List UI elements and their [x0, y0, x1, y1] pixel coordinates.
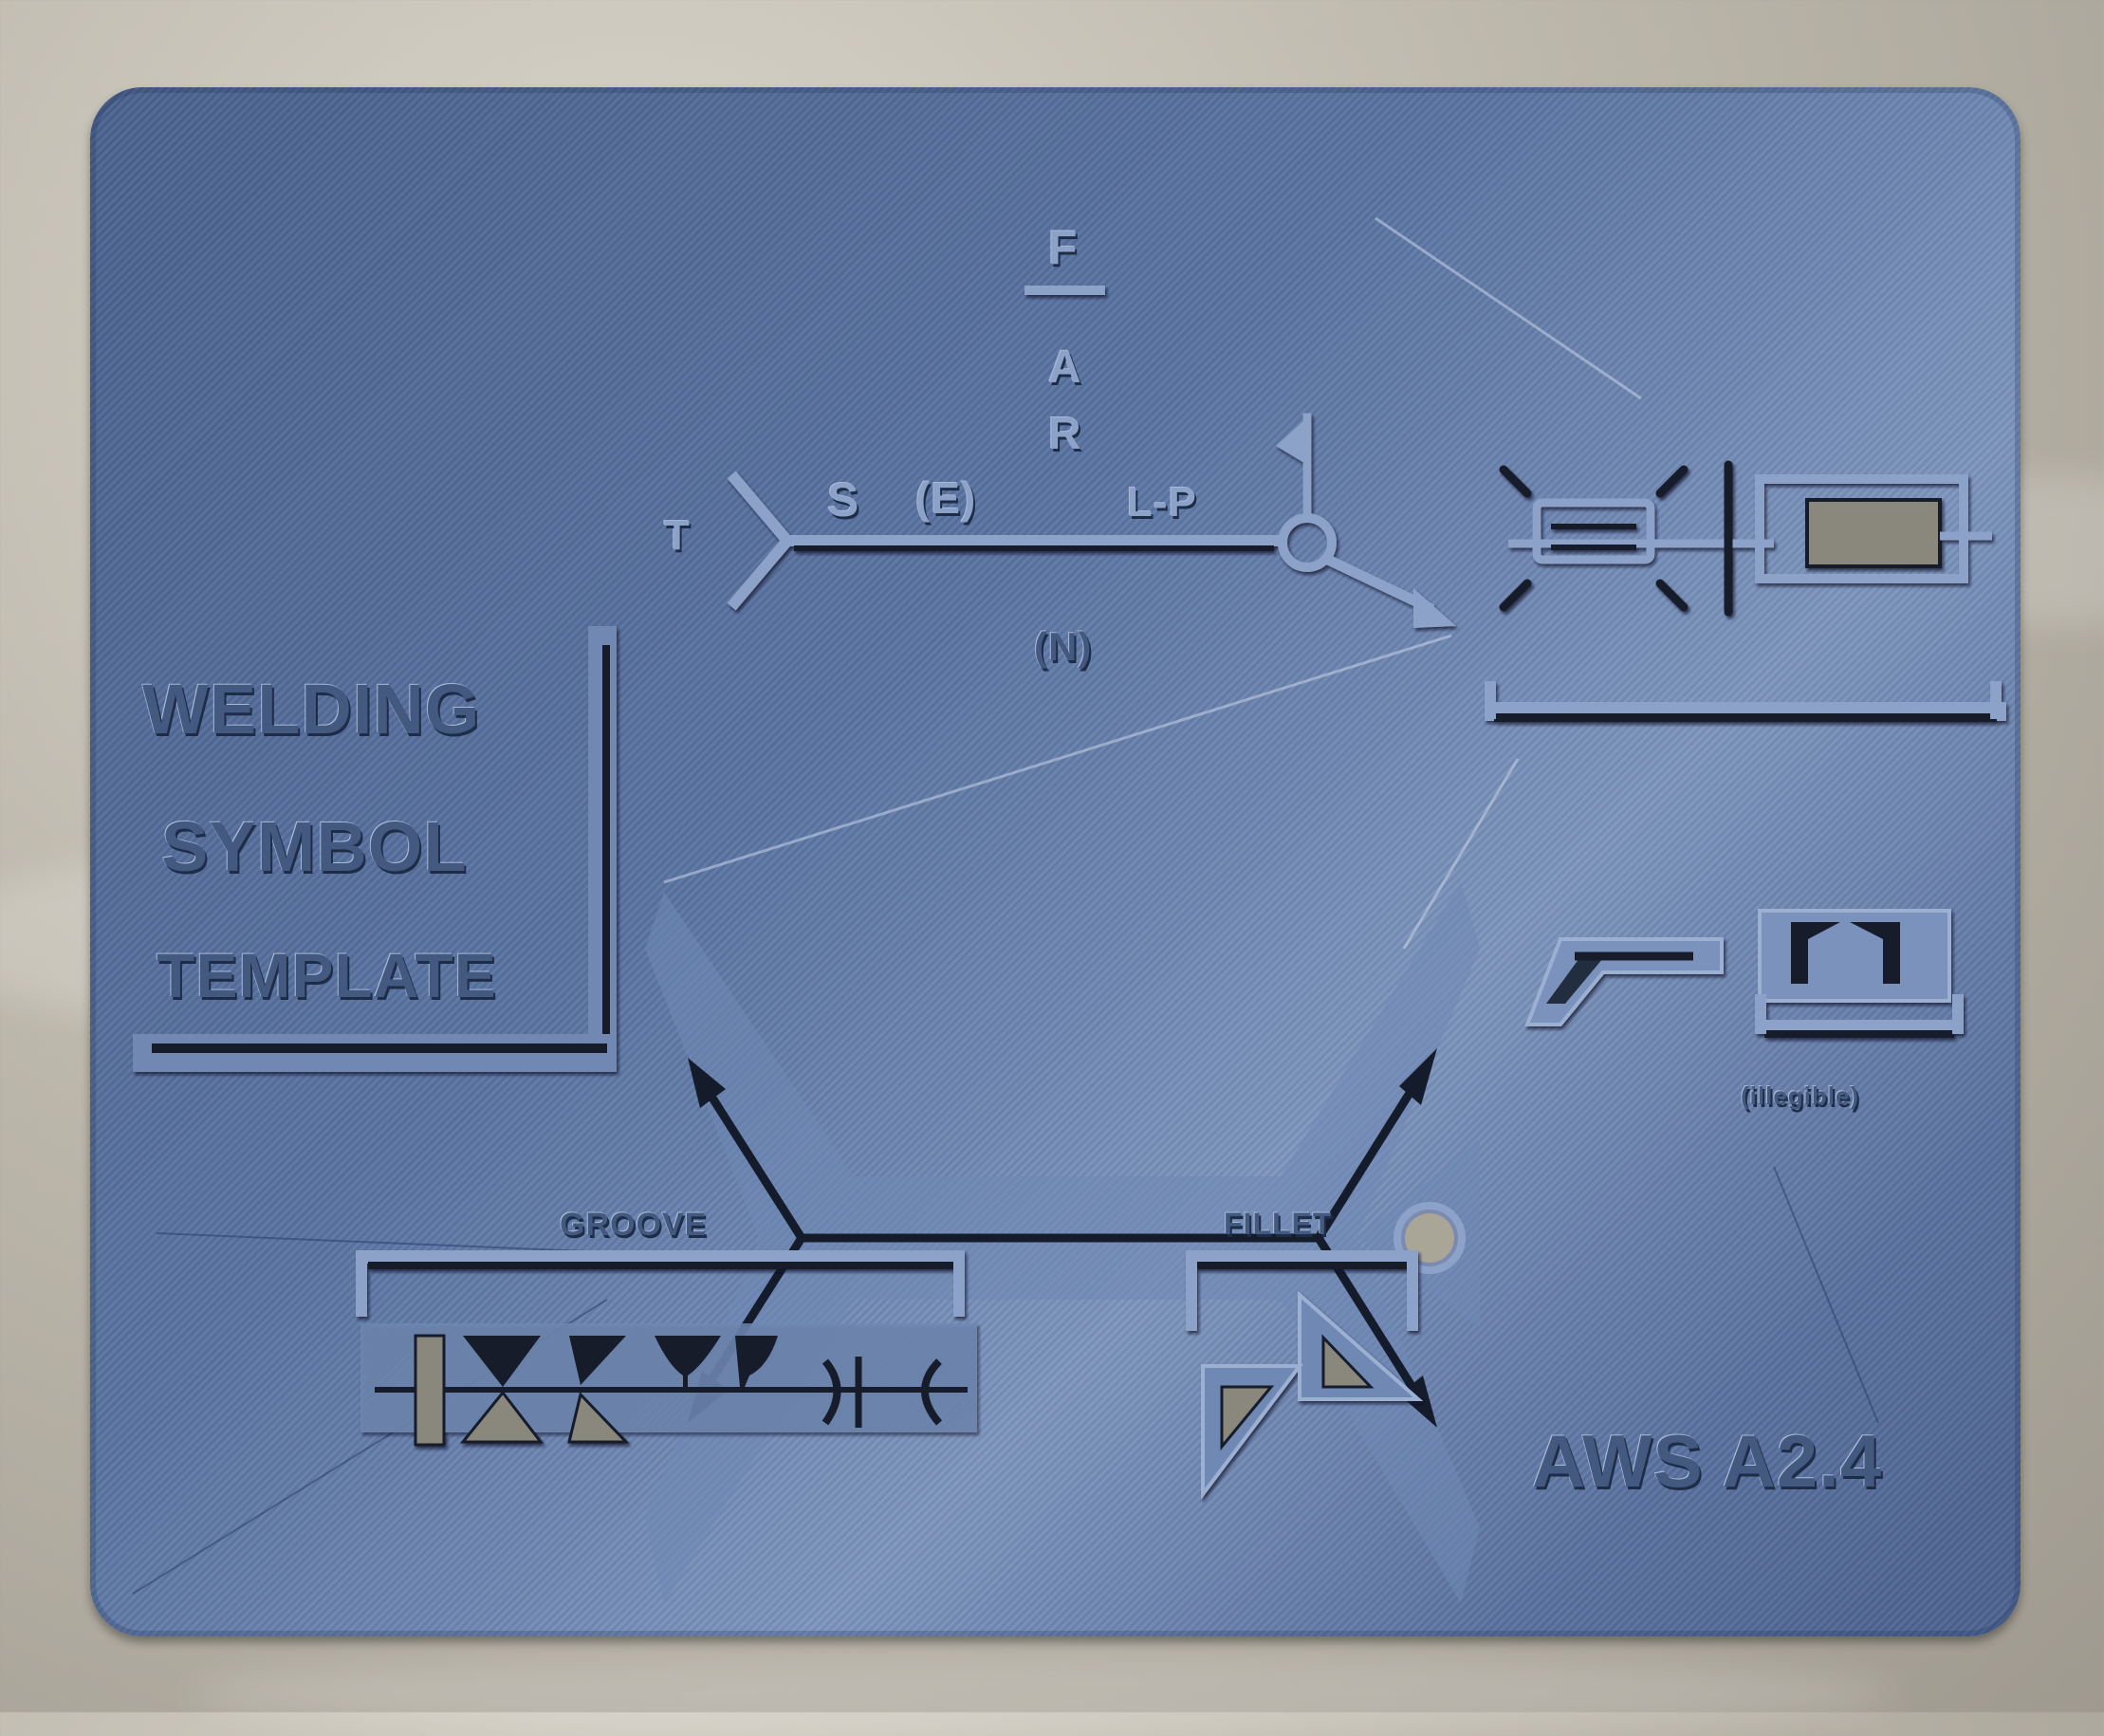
v-groove-icon [463, 1336, 541, 1387]
square-groove-slot [414, 1334, 446, 1447]
title-line-template: TEMPLATE [157, 940, 497, 1010]
fillet-label: FILLET [1224, 1207, 1333, 1241]
title-line-welding: WELDING [142, 670, 481, 748]
fillet-arrow-side-icon [1321, 1334, 1375, 1389]
surface-scratches [663, 216, 1642, 950]
arrow-line [1320, 552, 1435, 615]
title-line-symbol: SYMBOL [161, 807, 468, 886]
standard-label: AWS A2.4 [1532, 1419, 1883, 1503]
label-a: A [1048, 342, 1082, 393]
slot-window [1805, 498, 1942, 568]
fillet-other-side-icon [1220, 1385, 1275, 1451]
j-groove-icon [735, 1336, 778, 1387]
large-reference-line [645, 882, 1480, 1603]
label-l-p: L-P [1127, 479, 1197, 526]
fillet-symbols [1186, 1250, 1424, 1500]
bevel-groove-icon [569, 1336, 626, 1385]
arrow-head-icon [1413, 588, 1456, 628]
u-groove-icon [655, 1336, 721, 1387]
backing-flange-symbols [1524, 909, 1964, 1038]
label-n: (N) [1034, 624, 1093, 669]
field-weld-flag-icon [1276, 417, 1307, 465]
title-frame [133, 626, 617, 1072]
arrow-head-icon [688, 1058, 726, 1108]
flare-bevel-icon [921, 1358, 943, 1426]
flare-v-icon [821, 1358, 841, 1426]
plug-slot-symbols [1485, 460, 2006, 722]
label-f: F [1048, 221, 1079, 274]
tail-icon [727, 471, 796, 611]
tail-label-t: T [664, 512, 691, 559]
label-e: (E) [915, 473, 977, 523]
reference-symbol [727, 286, 1456, 628]
groove-symbols [356, 1250, 977, 1447]
label-r: R [1048, 409, 1082, 459]
label-s: S [827, 473, 860, 526]
arrow-head-icon [1399, 1048, 1437, 1105]
small-illegible-label: (illegible) [1741, 1081, 1860, 1110]
groove-label: GROOVE [560, 1207, 708, 1243]
